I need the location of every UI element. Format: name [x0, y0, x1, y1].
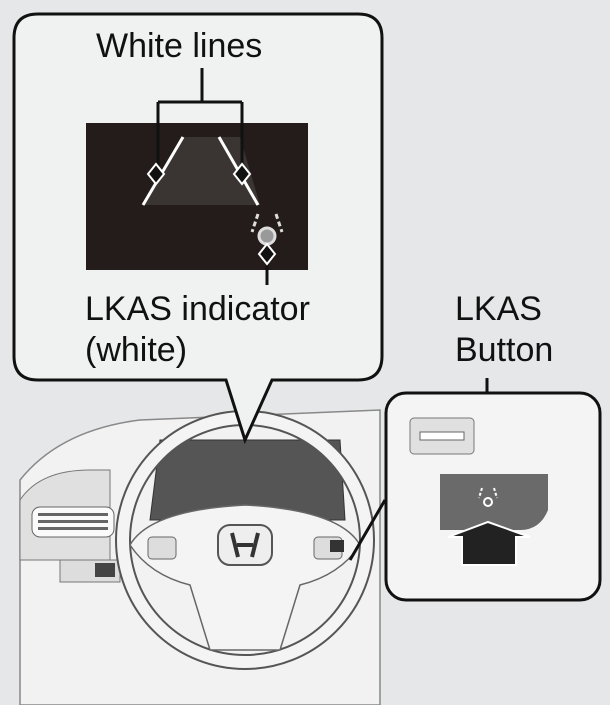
button-inset [348, 391, 602, 602]
steering-wheel-logo [230, 532, 260, 558]
lkas-button[interactable] [440, 474, 548, 530]
lkas-button-label-2: Button [455, 331, 553, 369]
lkas-indicator-color-label: (white) [85, 331, 187, 369]
white-lines-label: White lines [96, 27, 262, 65]
lkas-button-label: LKAS [455, 290, 542, 328]
press-arrow-icon [447, 520, 531, 566]
instrument-display [86, 123, 308, 270]
lkas-indicator-label: LKAS indicator [85, 290, 310, 328]
lkas-button-icon [478, 487, 498, 507]
